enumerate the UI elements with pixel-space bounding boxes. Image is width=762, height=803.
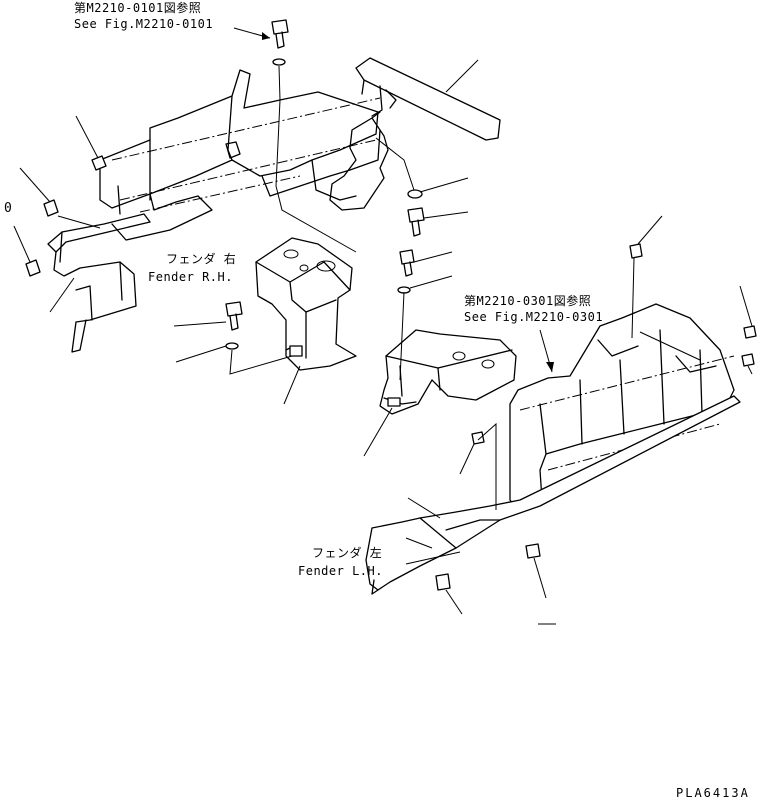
- reference-note-top-en: See Fig.M2210-0101: [74, 17, 214, 31]
- fender-lh-plate: [365, 395, 741, 595]
- reference-note-mid-jp: 第M2210-0301図参照: [464, 294, 592, 308]
- left-rail: [47, 213, 151, 353]
- left-edge-mark: 0: [4, 201, 13, 216]
- fender-lh-bracket: [379, 329, 517, 415]
- fender-rh-label-en: Fender R.H.: [148, 270, 233, 284]
- fender-rh-label-jp: フェンダ 右: [166, 252, 237, 266]
- right-main-frame: [99, 69, 381, 241]
- left-main-frame: [509, 303, 735, 511]
- fastener-parts: [25, 19, 757, 591]
- fender-rh-bracket: [255, 237, 357, 371]
- fender-lh-label-en: Fender L.H.: [298, 564, 383, 578]
- reference-note-top-jp: 第M2210-0101図参照: [74, 1, 202, 15]
- arrow-heads: [262, 32, 554, 372]
- fender-lh-label-jp: フェンダ 左: [312, 546, 383, 560]
- center-frame: [329, 111, 389, 211]
- drawing-code: PLA6413A: [676, 786, 750, 800]
- leader-lines: [13, 27, 753, 625]
- top-right-bar: [355, 57, 501, 141]
- reference-note-mid-en: See Fig.M2210-0301: [464, 310, 604, 324]
